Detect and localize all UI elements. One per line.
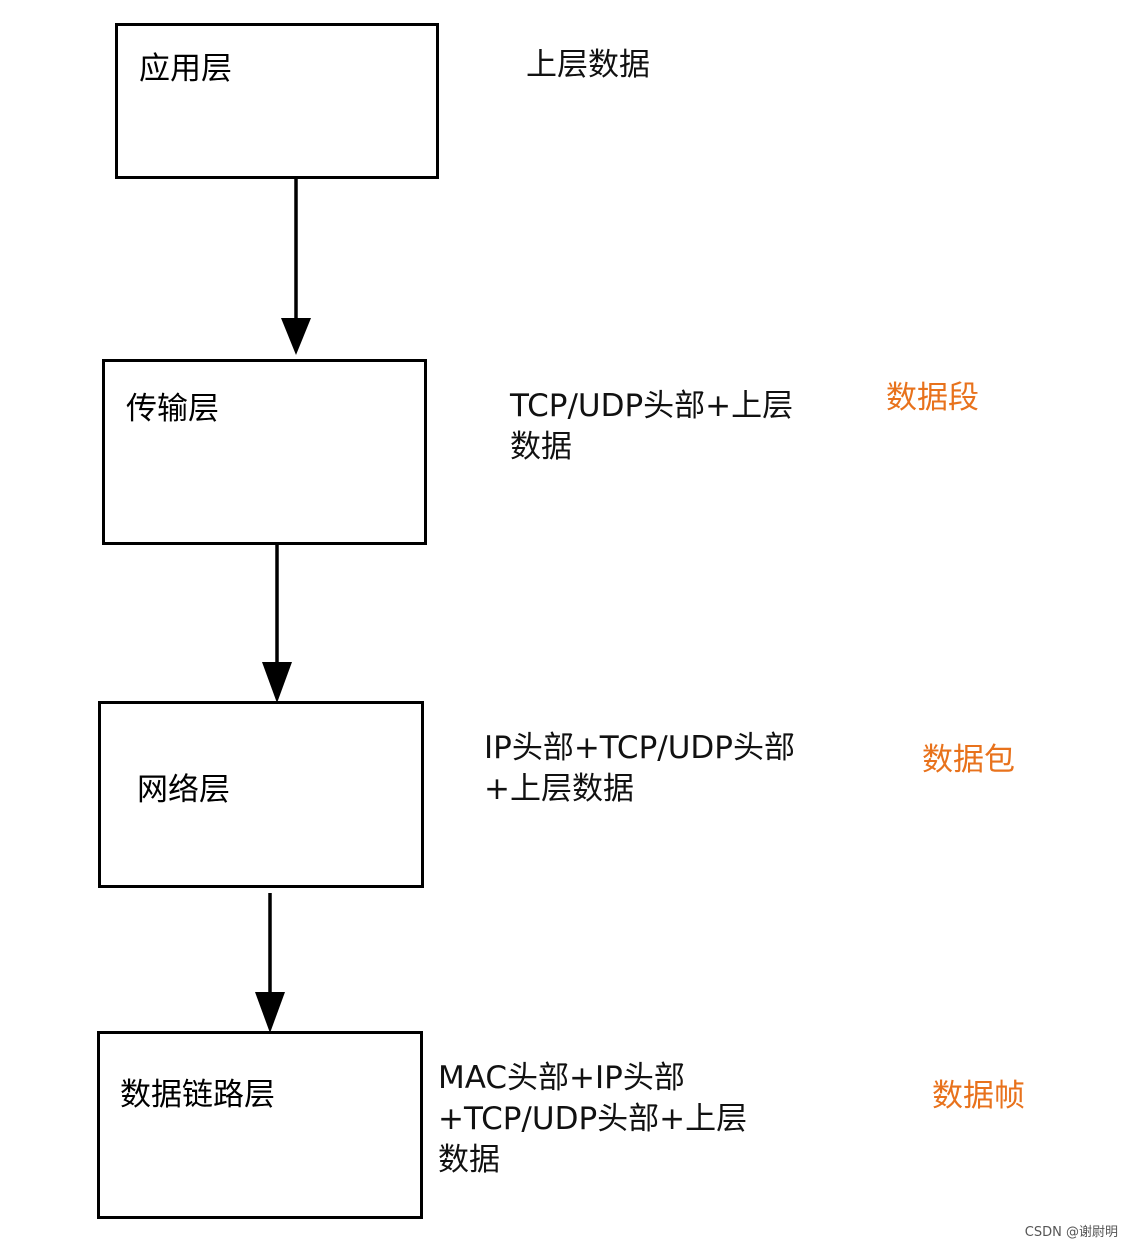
- network-layer-label: 网络层: [137, 772, 230, 808]
- arrow-app-to-transport-head: [281, 318, 311, 355]
- datalink-layer-description: MAC头部+IP头部 +TCP/UDP头部+上层 数据: [438, 1058, 747, 1181]
- arrow-network-to-datalink-head: [255, 992, 285, 1033]
- transport-layer-unit: 数据段: [886, 380, 979, 416]
- transport-layer-description-line: TCP/UDP头部+上层: [510, 388, 794, 424]
- datalink-layer-box: [97, 1031, 423, 1219]
- application-layer-label: 应用层: [139, 51, 232, 87]
- transport-layer-box: [102, 359, 427, 545]
- network-layer-description-line: IP头部+TCP/UDP头部: [484, 730, 795, 766]
- transport-layer-description-line: 数据: [510, 429, 572, 465]
- network-layer-unit: 数据包: [922, 742, 1015, 778]
- network-layer-description: IP头部+TCP/UDP头部 +上层数据: [484, 728, 795, 810]
- datalink-layer-description-line: 数据: [438, 1142, 500, 1178]
- arrow-transport-to-network-head: [262, 662, 292, 703]
- network-layer-box: [98, 701, 424, 888]
- application-layer-description-line: 上层数据: [526, 47, 650, 83]
- datalink-layer-description-line: +TCP/UDP头部+上层: [438, 1101, 748, 1137]
- watermark: CSDN @谢尉明: [1024, 1225, 1118, 1240]
- network-layer-description-line: +上层数据: [484, 771, 634, 807]
- application-layer-box: [115, 23, 439, 179]
- transport-layer-label: 传输层: [126, 391, 219, 427]
- application-layer-description: 上层数据: [526, 45, 650, 86]
- datalink-layer-description-line: MAC头部+IP头部: [438, 1060, 685, 1096]
- datalink-layer-label: 数据链路层: [120, 1077, 275, 1113]
- transport-layer-description: TCP/UDP头部+上层 数据: [510, 386, 793, 468]
- datalink-layer-unit: 数据帧: [932, 1078, 1025, 1114]
